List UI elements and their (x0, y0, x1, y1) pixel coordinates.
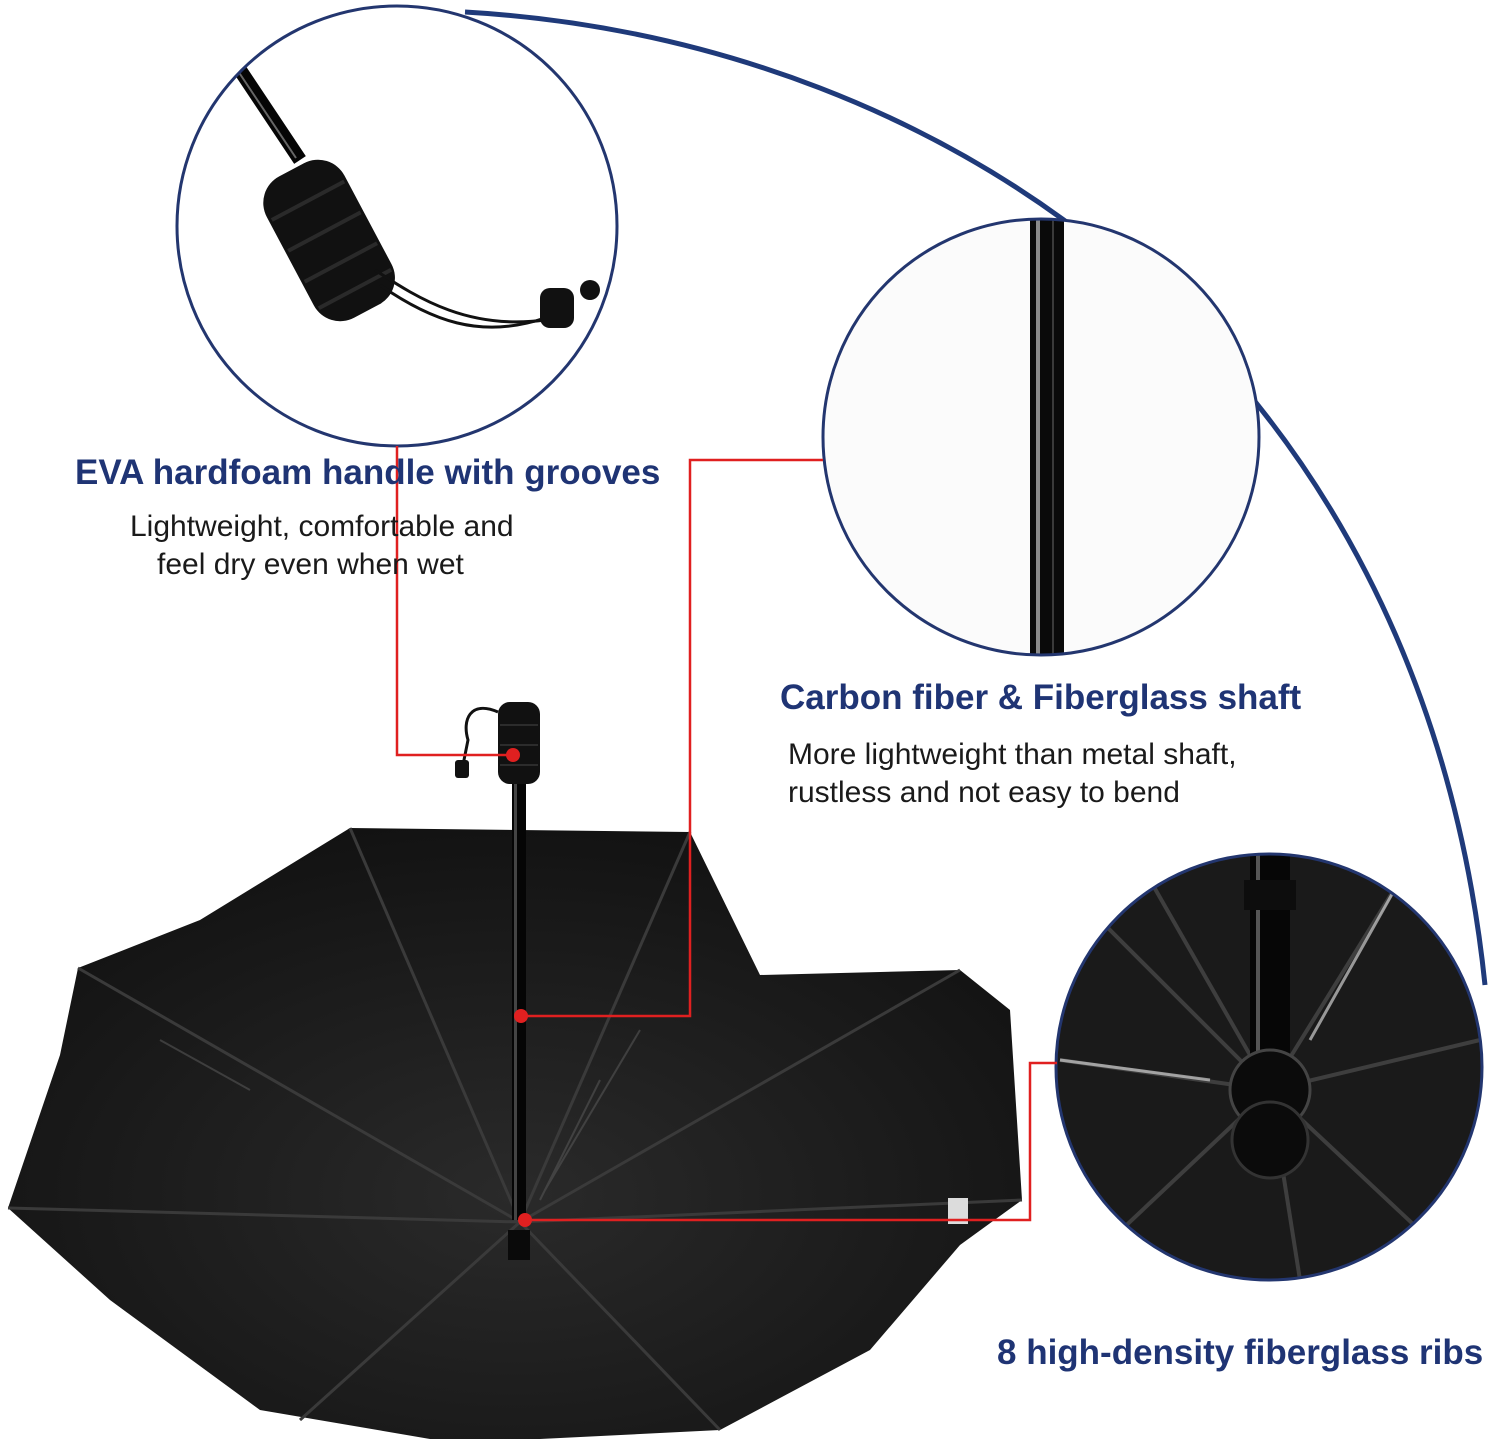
shaft-closeup-icon (821, 217, 1261, 657)
handle-desc-line-1: Lightweight, comfortable and (130, 510, 514, 543)
shaft-desc-line-2: rustless and not easy to bend (788, 776, 1180, 809)
handle-feature-description: Lightweight, comfortable and feel dry ev… (130, 508, 514, 584)
handle-feature-title: EVA hardfoam handle with grooves (75, 453, 661, 492)
shaft-pointer-dot (514, 1009, 528, 1023)
open-umbrella-icon (7, 702, 1023, 1439)
shaft-feature-title: Carbon fiber & Fiberglass shaft (780, 678, 1302, 717)
ribs-pointer-dot (518, 1213, 532, 1227)
pointer-dots (506, 748, 532, 1227)
handle-closeup-icon (175, 4, 619, 448)
handle-pointer-dot (506, 748, 520, 762)
shaft-feature-description: More lightweight than metal shaft, rustl… (788, 736, 1237, 812)
ribs-feature-title: 8 high-density fiberglass ribs (997, 1333, 1484, 1372)
handle-desc-line-2: feel dry even when wet (157, 548, 464, 581)
pointer-lines (395, 446, 1057, 1222)
ribs-closeup-icon (1054, 852, 1484, 1282)
shaft-desc-line-1: More lightweight than metal shaft, (788, 738, 1237, 771)
